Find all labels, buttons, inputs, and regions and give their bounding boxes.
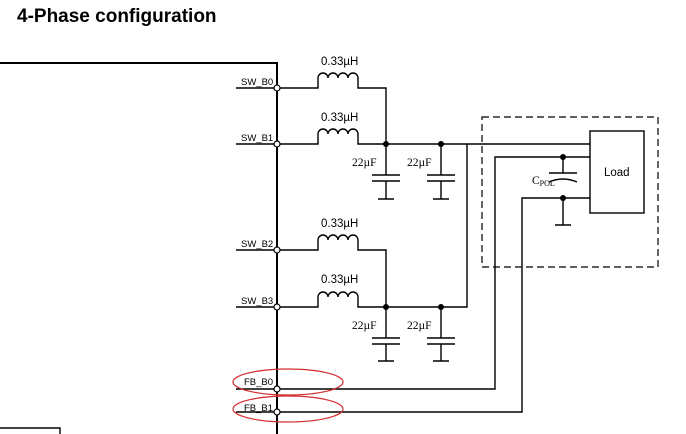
pin-sw-b1 <box>273 140 281 148</box>
pin-label-fb-b0: FB_B0 <box>244 377 273 388</box>
capacitor-value-c1: 22µF <box>352 157 377 169</box>
capacitor-cpol-curved-plate <box>548 178 578 183</box>
capacitor-c4 <box>427 307 455 362</box>
pin-label-sw-b3: SW_B3 <box>241 296 273 307</box>
inductor-l2 <box>277 128 386 145</box>
inductor-value-l4: 0.33µH <box>321 274 358 286</box>
capacitor-label-cpol: CPOL <box>532 175 555 188</box>
inductor-value-l2: 0.33µH <box>321 112 358 124</box>
capacitor-c2 <box>427 144 455 200</box>
pin-fb-b0 <box>273 385 281 393</box>
page-title: 4-Phase configuration <box>17 6 217 27</box>
load-region-box <box>481 116 659 268</box>
inductor-l1 <box>277 72 387 144</box>
pin-label-sw-b2: SW_B2 <box>241 239 273 250</box>
pin-label-fb-b1: FB_B1 <box>244 403 273 414</box>
inductor-l4 <box>277 291 386 308</box>
pin-sw-b0 <box>273 84 281 92</box>
highlight-oval-fb-b1 <box>232 395 344 423</box>
feedback-line-fb-b0 <box>277 156 590 390</box>
highlight-oval-fb-b0 <box>232 368 344 396</box>
pin-label-sw-b0: SW_B0 <box>241 77 273 88</box>
capacitor-cpol <box>549 157 577 226</box>
inductor-value-l3: 0.33µH <box>321 218 358 230</box>
ic-inner-outline <box>0 427 61 434</box>
pin-fb-b1 <box>273 408 281 416</box>
output-rail-lower <box>386 144 468 308</box>
pin-sw-b2 <box>273 246 281 254</box>
load-box[interactable] <box>589 130 645 214</box>
capacitor-value-c2: 22µF <box>407 157 432 169</box>
capacitor-value-c4: 22µF <box>407 320 432 332</box>
capacitor-value-c3: 22µF <box>352 320 377 332</box>
pin-label-sw-b1: SW_B1 <box>241 133 273 144</box>
pin-sw-b3 <box>273 303 281 311</box>
inductor-l3 <box>277 234 387 307</box>
feedback-line-fb-b1 <box>277 197 590 413</box>
load-label: Load <box>604 167 630 179</box>
inductor-value-l1: 0.33µH <box>321 56 358 68</box>
capacitor-c3 <box>372 307 400 362</box>
capacitor-c1 <box>372 144 400 200</box>
